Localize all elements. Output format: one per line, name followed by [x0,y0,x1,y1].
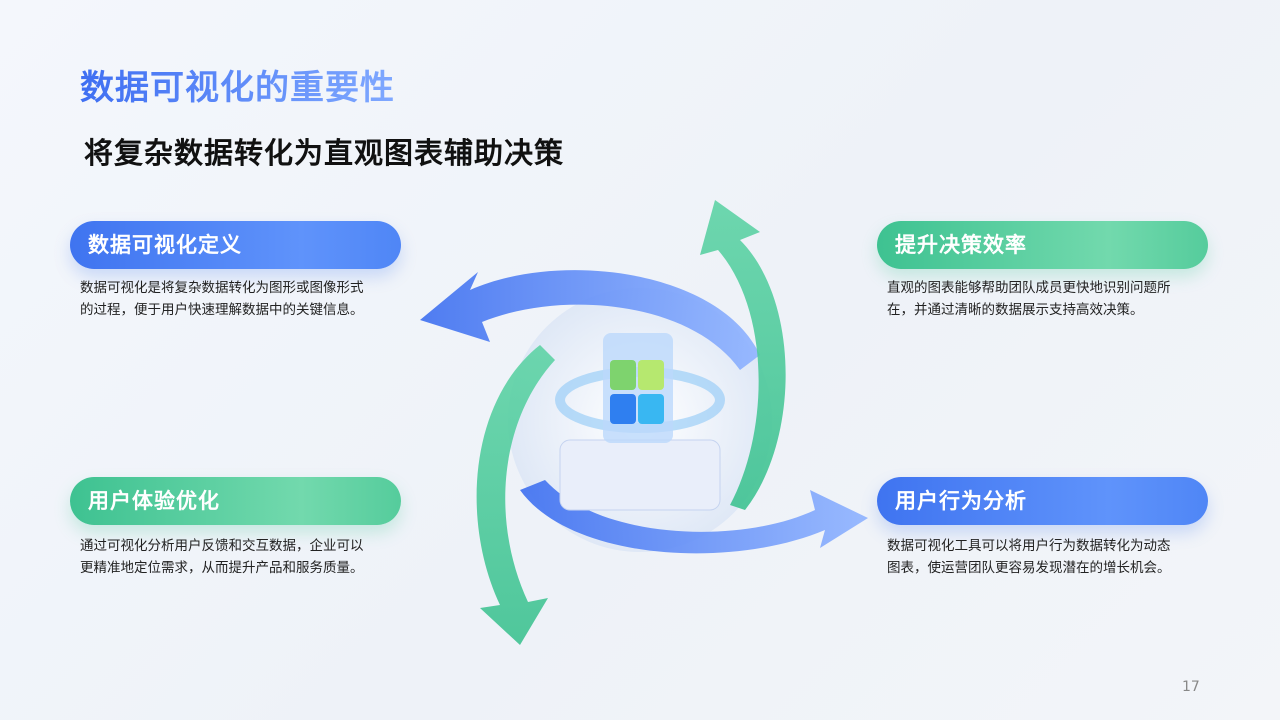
card-desc-behavior: 数据可视化工具可以将用户行为数据转化为动态 图表，使运营团队更容易发现潜在的增长… [887,535,1207,579]
page-title: 数据可视化的重要性 [80,60,395,109]
card-desc-ux: 通过可视化分析用户反馈和交互数据，企业可以 更精准地定位需求，从而提升产品和服务… [80,535,400,579]
card-desc-efficiency: 直观的图表能够帮助团队成员更快地识别问题所 在，并通过清晰的数据展示支持高效决策… [887,277,1207,321]
dashboard-icon [555,333,725,511]
card-heading-behavior: 用户行为分析 [877,477,1208,525]
desc-line: 数据可视化工具可以将用户行为数据转化为动态 [887,538,1171,554]
desc-line: 更精准地定位需求，从而提升产品和服务质量。 [80,560,364,576]
desc-line: 通过可视化分析用户反馈和交互数据，企业可以 [80,538,364,554]
desc-line: 的过程，便于用户快速理解数据中的关键信息。 [80,302,364,318]
desc-line: 数据可视化是将复杂数据转化为图形或图像形式 [80,280,364,296]
arrow-blue-bottom [520,480,868,554]
arrow-green-right [700,200,786,510]
arrow-blue-top [420,270,760,370]
card-desc-definition: 数据可视化是将复杂数据转化为图形或图像形式 的过程，便于用户快速理解数据中的关键… [80,277,400,321]
desc-line: 图表，使运营团队更容易发现潜在的增长机会。 [887,560,1171,576]
card-heading-efficiency: 提升决策效率 [877,221,1208,269]
desc-line: 在，并通过清晰的数据展示支持高效决策。 [887,302,1144,318]
desc-line: 直观的图表能够帮助团队成员更快地识别问题所 [887,280,1171,296]
card-heading-ux: 用户体验优化 [70,477,401,525]
arrow-green-left [476,345,555,645]
page-number: 17 [1182,679,1200,695]
card-heading-definition: 数据可视化定义 [70,221,401,269]
page-subtitle: 将复杂数据转化为直观图表辅助决策 [84,136,565,170]
